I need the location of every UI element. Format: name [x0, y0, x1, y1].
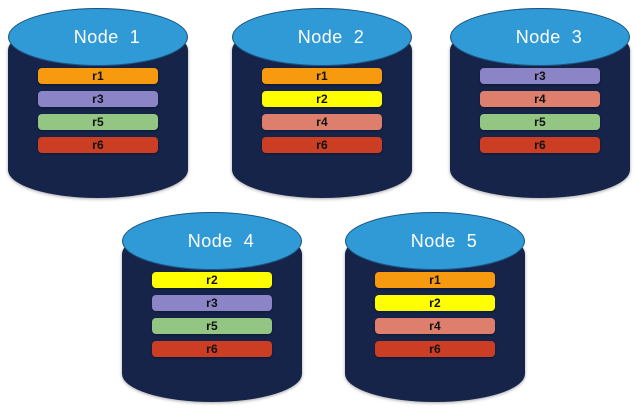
replica-bar-r2[interactable]: r2: [262, 91, 382, 107]
replica-bar-r6[interactable]: r6: [152, 341, 272, 357]
node-top-ellipse: [345, 212, 525, 270]
replica-label: r6: [92, 138, 104, 152]
replica-list: r1 r2 r4 r6: [262, 68, 382, 160]
node-top-ellipse: [232, 8, 412, 66]
replica-label: r4: [316, 115, 328, 129]
replica-bar-r4[interactable]: r4: [262, 114, 382, 130]
replica-label: r6: [429, 342, 441, 356]
replica-label: r3: [206, 296, 218, 310]
replica-bar-r6[interactable]: r6: [375, 341, 495, 357]
replica-label: r5: [206, 319, 218, 333]
replica-label: r5: [92, 115, 104, 129]
replica-bar-r5[interactable]: r5: [38, 114, 158, 130]
replica-label: r6: [316, 138, 328, 152]
replica-label: r4: [534, 92, 546, 106]
replica-bar-r1[interactable]: r1: [38, 68, 158, 84]
node-top-ellipse: [122, 212, 302, 270]
replica-bar-r3[interactable]: r3: [152, 295, 272, 311]
replica-bar-r3[interactable]: r3: [38, 91, 158, 107]
replica-bar-r6[interactable]: r6: [480, 137, 600, 153]
replica-bar-r1[interactable]: r1: [375, 272, 495, 288]
replica-bar-r6[interactable]: r6: [262, 137, 382, 153]
replica-label: r5: [534, 115, 546, 129]
replica-bar-r4[interactable]: r4: [375, 318, 495, 334]
replica-label: r1: [92, 69, 104, 83]
replica-bar-r6[interactable]: r6: [38, 137, 158, 153]
replica-list: r2 r3 r5 r6: [152, 272, 272, 364]
replica-label: r2: [206, 273, 218, 287]
replica-label: r6: [206, 342, 218, 356]
replica-list: r3 r4 r5 r6: [480, 68, 600, 160]
replica-label: r2: [429, 296, 441, 310]
replica-label: r2: [316, 92, 328, 106]
replica-list: r1 r2 r4 r6: [375, 272, 495, 364]
replica-label: r3: [92, 92, 104, 106]
replica-bar-r3[interactable]: r3: [480, 68, 600, 84]
replica-list: r1 r3 r5 r6: [38, 68, 158, 160]
replica-label: r1: [429, 273, 441, 287]
replica-label: r3: [534, 69, 546, 83]
replica-bar-r1[interactable]: r1: [262, 68, 382, 84]
replica-label: r6: [534, 138, 546, 152]
node-top-ellipse: [8, 8, 188, 66]
replica-bar-r4[interactable]: r4: [480, 91, 600, 107]
replica-bar-r2[interactable]: r2: [375, 295, 495, 311]
replica-label: r4: [429, 319, 441, 333]
replica-bar-r2[interactable]: r2: [152, 272, 272, 288]
replica-bar-r5[interactable]: r5: [152, 318, 272, 334]
node-top-ellipse: [450, 8, 630, 66]
replica-bar-r5[interactable]: r5: [480, 114, 600, 130]
replica-label: r1: [316, 69, 328, 83]
